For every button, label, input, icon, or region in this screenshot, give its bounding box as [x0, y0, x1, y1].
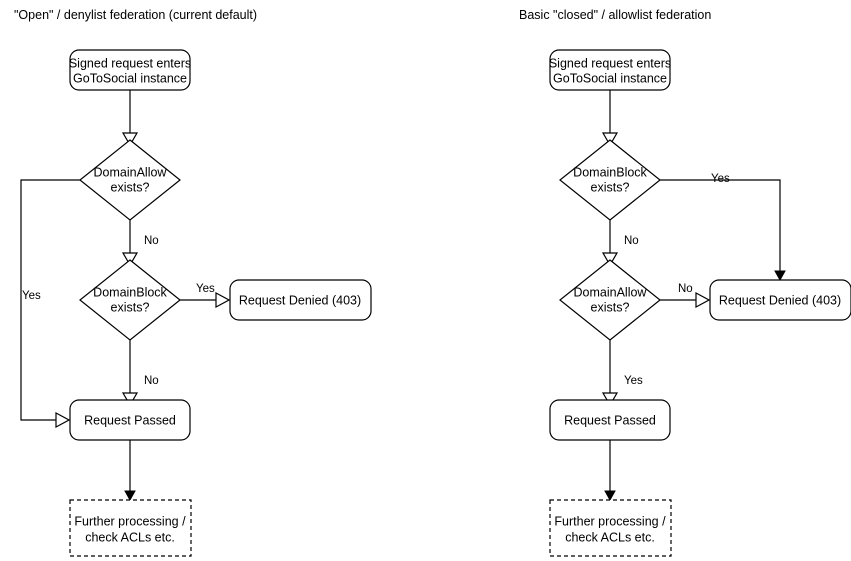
right-request-passed-label: Request Passed	[564, 413, 656, 427]
right-further-processing-label-line2: check ACLs etc.	[565, 530, 655, 544]
right-edge-domainblock-yes-label: Yes	[711, 173, 730, 185]
left-decision-domainallow: DomainAllow exists?	[79, 139, 181, 221]
right-decision-domainallow: DomainAllow exists?	[559, 259, 661, 341]
left-edge-domainallow-yes: Yes	[20, 179, 80, 429]
right-edge-domainblock-no: No	[601, 220, 639, 267]
right-edge-entry-to-decision1	[601, 90, 619, 147]
right-entry-node-label-line1: Signed request enters	[549, 56, 671, 70]
left-decision-domainallow-label-line2: exists?	[111, 180, 150, 194]
left-further-processing-node: Further processing / check ACLs etc.	[69, 499, 192, 557]
right-decision-domainblock-label-line1: DomainBlock	[573, 165, 647, 179]
left-entry-node-label-line2: GoToSocial instance	[73, 71, 187, 85]
right-edge-domainblock-no-label: No	[624, 235, 639, 247]
right-edge-domainallow-no: No	[660, 283, 711, 309]
right-decision-domainallow-label-line1: DomainAllow	[574, 285, 648, 299]
left-request-passed-label: Request Passed	[84, 413, 176, 427]
right-further-processing-node: Further processing / check ACLs etc.	[549, 499, 672, 557]
left-request-passed-node: Request Passed	[69, 399, 191, 441]
left-request-denied-node: Request Denied (403)	[229, 279, 372, 321]
left-request-denied-label: Request Denied (403)	[239, 293, 361, 307]
left-edge-domainallow-no: No	[121, 220, 159, 267]
left-further-processing-label-line2: check ACLs etc.	[85, 530, 175, 544]
left-edge-entry-to-decision1	[121, 90, 139, 147]
right-edge-domainallow-yes-label: Yes	[624, 375, 643, 387]
right-decision-domainblock: DomainBlock exists?	[559, 139, 661, 221]
left-decision-domainblock-label-line2: exists?	[111, 300, 150, 314]
left-edge-domainallow-no-label: No	[144, 235, 159, 247]
left-request-denied-shape	[229, 279, 372, 321]
left-edge-domainblock-no: No	[121, 340, 159, 407]
right-request-denied-label: Request Denied (403)	[719, 293, 841, 307]
left-edge-domainblock-no-label: No	[144, 375, 159, 387]
left-decision-domainallow-label-line1: DomainAllow	[94, 165, 168, 179]
right-edge-domainallow-no-label: No	[678, 283, 693, 295]
left-edge-passed-to-further	[124, 440, 136, 502]
left-decision-domainblock: DomainBlock exists?	[79, 259, 181, 341]
right-further-processing-label-line1: Further processing /	[554, 514, 666, 528]
right-further-processing-shape	[549, 499, 672, 557]
left-entry-node-label-line1: Signed request enters	[69, 56, 191, 70]
left-edge-domainallow-yes-label: Yes	[22, 290, 41, 302]
left-edge-domainblock-yes-label: Yes	[196, 283, 215, 295]
left-further-processing-label-line1: Further processing /	[74, 514, 186, 528]
column-title-left: "Open" / denylist federation (current de…	[14, 8, 257, 22]
right-edge-domainallow-yes: Yes	[601, 340, 643, 407]
left-edge-domainblock-yes: Yes	[180, 283, 231, 309]
left-decision-domainblock-label-line1: DomainBlock	[93, 285, 167, 299]
left-entry-node: Signed request enters GoToSocial instanc…	[69, 49, 191, 91]
right-request-passed-node: Request Passed	[549, 399, 671, 441]
column-title-right: Basic "closed" / allowlist federation	[519, 8, 711, 22]
right-entry-node-label-line2: GoToSocial instance	[553, 71, 667, 85]
right-request-denied-node: Request Denied (403)	[709, 279, 851, 321]
right-entry-node: Signed request enters GoToSocial instanc…	[549, 49, 671, 91]
left-further-processing-shape	[69, 499, 192, 557]
right-request-denied-shape	[709, 279, 851, 321]
right-edge-passed-to-further	[604, 440, 616, 502]
right-decision-domainblock-label-line2: exists?	[591, 180, 630, 194]
right-decision-domainallow-label-line2: exists?	[591, 300, 630, 314]
right-edge-domainblock-yes: Yes	[660, 173, 786, 282]
